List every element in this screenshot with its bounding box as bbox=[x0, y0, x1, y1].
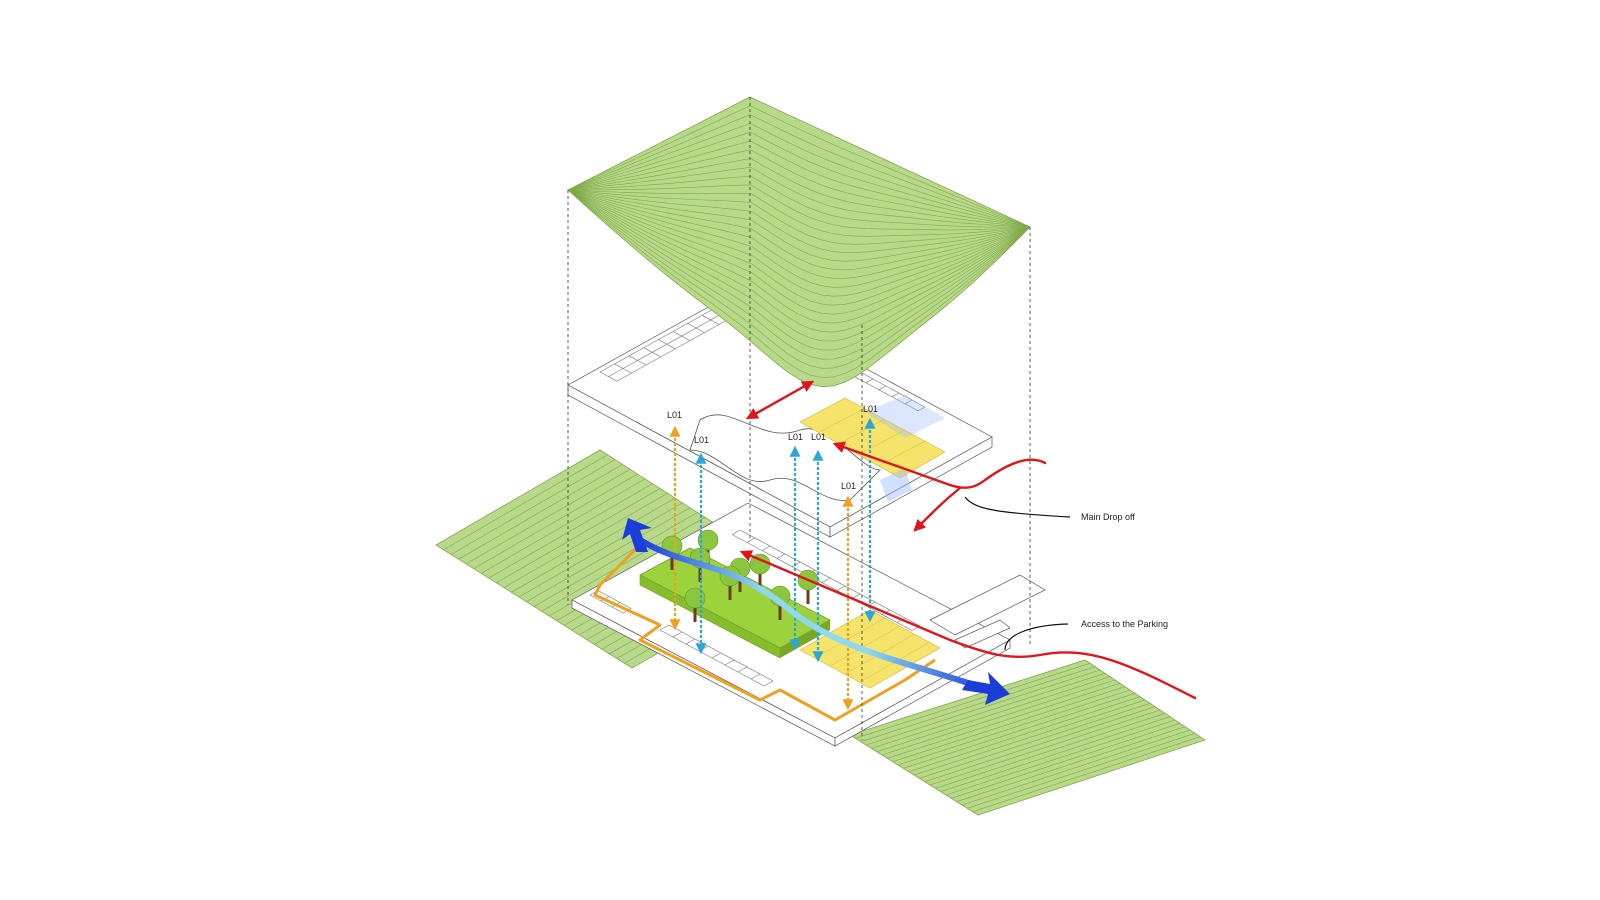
roof-landscape bbox=[567, 96, 1031, 388]
dashed-vertical-guides bbox=[567, 97, 1031, 740]
annotation-main-drop-off: Main Drop off bbox=[964, 496, 1135, 522]
main-drop-off-label: Main Drop off bbox=[1081, 512, 1135, 522]
tree-trunk bbox=[693, 600, 697, 622]
ground-landscape-right bbox=[849, 659, 1206, 816]
tree-trunk bbox=[728, 578, 732, 600]
level-tag: L01 bbox=[694, 435, 709, 445]
level-tag: L01 bbox=[863, 404, 878, 414]
level-tag: L01 bbox=[841, 481, 856, 491]
annotation-access-parking: Access to the Parking bbox=[1004, 619, 1168, 651]
level-tag: L01 bbox=[811, 432, 826, 442]
access-parking-label: Access to the Parking bbox=[1081, 619, 1168, 629]
airflow-arrow-left-icon bbox=[622, 518, 652, 552]
airflow-path bbox=[622, 518, 1010, 705]
tree-trunk bbox=[778, 598, 782, 620]
airflow-arrow-right-icon bbox=[962, 672, 1010, 705]
vehicle-routes bbox=[739, 380, 1197, 700]
level-tag: L01 bbox=[788, 432, 803, 442]
tree-trunk bbox=[806, 582, 810, 604]
level-tags: L01 L01 L01 L01 L01 L01 bbox=[667, 404, 878, 491]
ground-circulation-path bbox=[593, 543, 936, 722]
level-tag: L01 bbox=[667, 410, 682, 420]
tree-trunk bbox=[758, 566, 762, 588]
